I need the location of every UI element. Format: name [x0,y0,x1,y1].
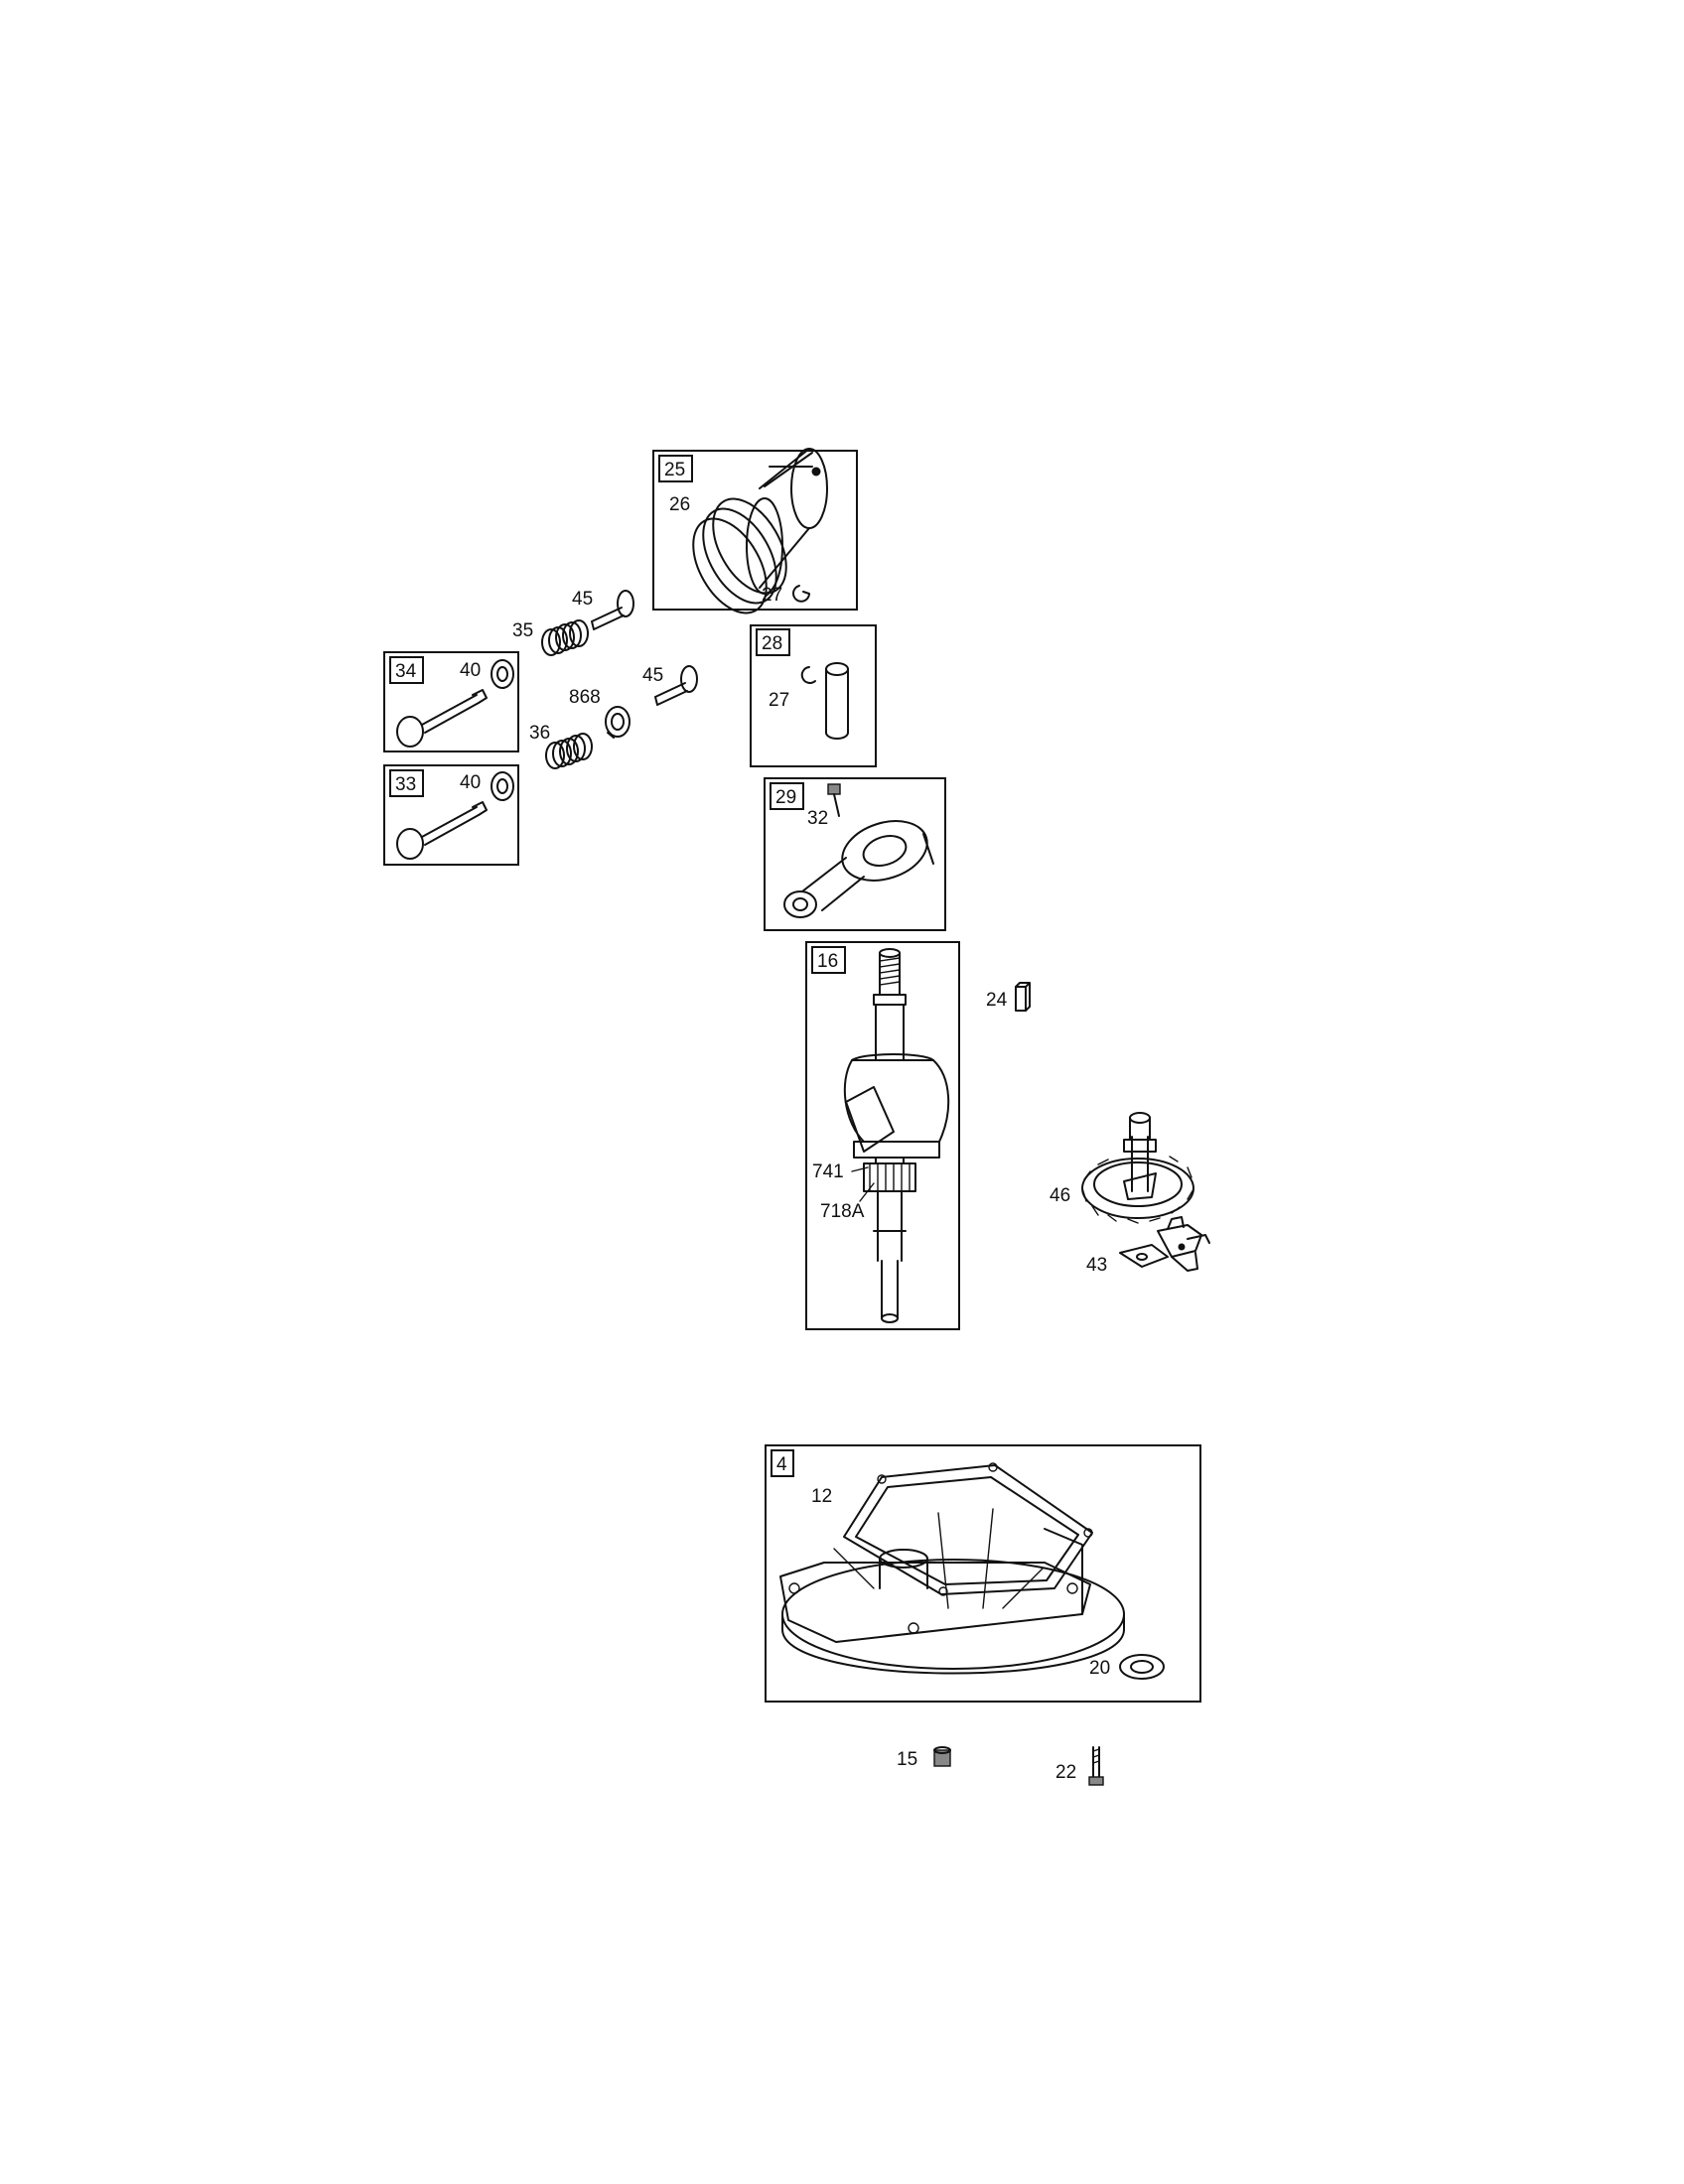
valve-seal-callout: 868 [569,687,601,708]
sump-bolt-callout: 22 [1055,1762,1076,1783]
spring-upper-icon [541,619,589,656]
intake-valve-kit-tag-box [389,769,424,797]
sump-icon [779,1508,1125,1675]
retainer-lower-icon [491,771,514,801]
sump-bolt-icon [1088,1746,1104,1786]
cam-gear-icon [1081,1112,1194,1224]
valve-seal-icon [605,706,631,739]
clip-pin-icon [800,666,816,684]
sump-kit-tag: 4 [776,1454,787,1475]
clip-top-callout: 27 [762,585,782,606]
pin-kit-group: 28 27 [750,624,877,767]
oil-seal-icon [1119,1654,1165,1680]
connecting-rod-kit-group: 29 32 [764,777,946,931]
crank-key-icon [1015,982,1031,1012]
piston-callout: 26 [669,494,690,515]
sump-kit-tag-box [771,1449,794,1477]
crankshaft-kit-group: 16 741 718A [805,941,960,1330]
piston-kit-group: 25 26 27 [652,448,858,614]
connecting-rod-icon [783,820,934,918]
crank-gear-key-callout: 718A [820,1201,865,1222]
gasket-callout: 12 [811,1486,832,1507]
governor-icon [1119,1216,1210,1272]
crank-key-callout: 24 [986,990,1008,1011]
intake-valve-icon [396,801,488,860]
clip-pin-callout: 27 [769,690,789,711]
crank-gear-callout: 741 [812,1161,844,1182]
crankshaft-icon [843,948,950,1323]
exhaust-valve-kit-group: 34 40 [383,651,519,752]
clip-top-icon [792,585,810,603]
pin-kit-tag-box [756,628,790,656]
crank-gear-leader [851,1166,869,1172]
crankshaft-kit-frame [805,941,960,1330]
piston-kit-frame [652,450,858,611]
connecting-rod-kit-tag-box [770,782,804,810]
spring-upper-callout: 35 [512,620,533,641]
pin-kit-frame [750,624,877,767]
crank-gear-key-leader [859,1182,875,1202]
wrist-pin-icon [825,662,849,740]
tappet-upper-callout: 45 [572,589,593,610]
spring-lower-callout: 36 [529,723,550,744]
sump-kit-frame [765,1444,1201,1703]
exhaust-valve-icon [396,689,488,748]
retainer-lower-callout: 40 [460,772,481,793]
valve-train-group: 45 35 45 868 36 [512,589,698,769]
crankshaft-kit-tag-box [811,946,846,974]
rod-bolt-callout: 32 [807,808,828,829]
pin-kit-tag: 28 [762,633,782,654]
connecting-rod-kit-tag: 29 [775,787,796,808]
gasket-icon [843,1462,1093,1596]
intake-valve-kit-tag: 33 [395,774,416,795]
retainer-upper-icon [491,659,514,689]
retainer-upper-callout: 40 [460,660,481,681]
tappet-lower-callout: 45 [642,665,663,686]
connecting-rod-kit-frame [764,777,946,931]
exhaust-valve-kit-frame [383,651,519,752]
spring-lower-icon [545,733,593,769]
exhaust-valve-kit-tag-box [389,656,424,684]
cam-gear-callout: 46 [1050,1185,1070,1206]
tappet-lower-icon [654,665,698,706]
rod-bolt-icon [827,783,841,817]
oil-seal-callout: 20 [1089,1658,1110,1679]
tappet-upper-icon [591,590,634,630]
drain-plug-callout: 15 [897,1749,917,1770]
drain-plug-icon [933,1746,951,1767]
crankshaft-kit-tag: 16 [817,951,838,972]
piston-icon [692,448,828,614]
intake-valve-kit-frame [383,764,519,866]
exhaust-valve-kit-tag: 34 [395,661,417,682]
sump-kit-group: 4 12 20 [765,1444,1201,1703]
intake-valve-kit-group: 33 40 [383,764,519,866]
piston-kit-tag: 25 [664,460,685,480]
piston-kit-tag-box [658,455,693,482]
governor-callout: 43 [1086,1255,1107,1276]
